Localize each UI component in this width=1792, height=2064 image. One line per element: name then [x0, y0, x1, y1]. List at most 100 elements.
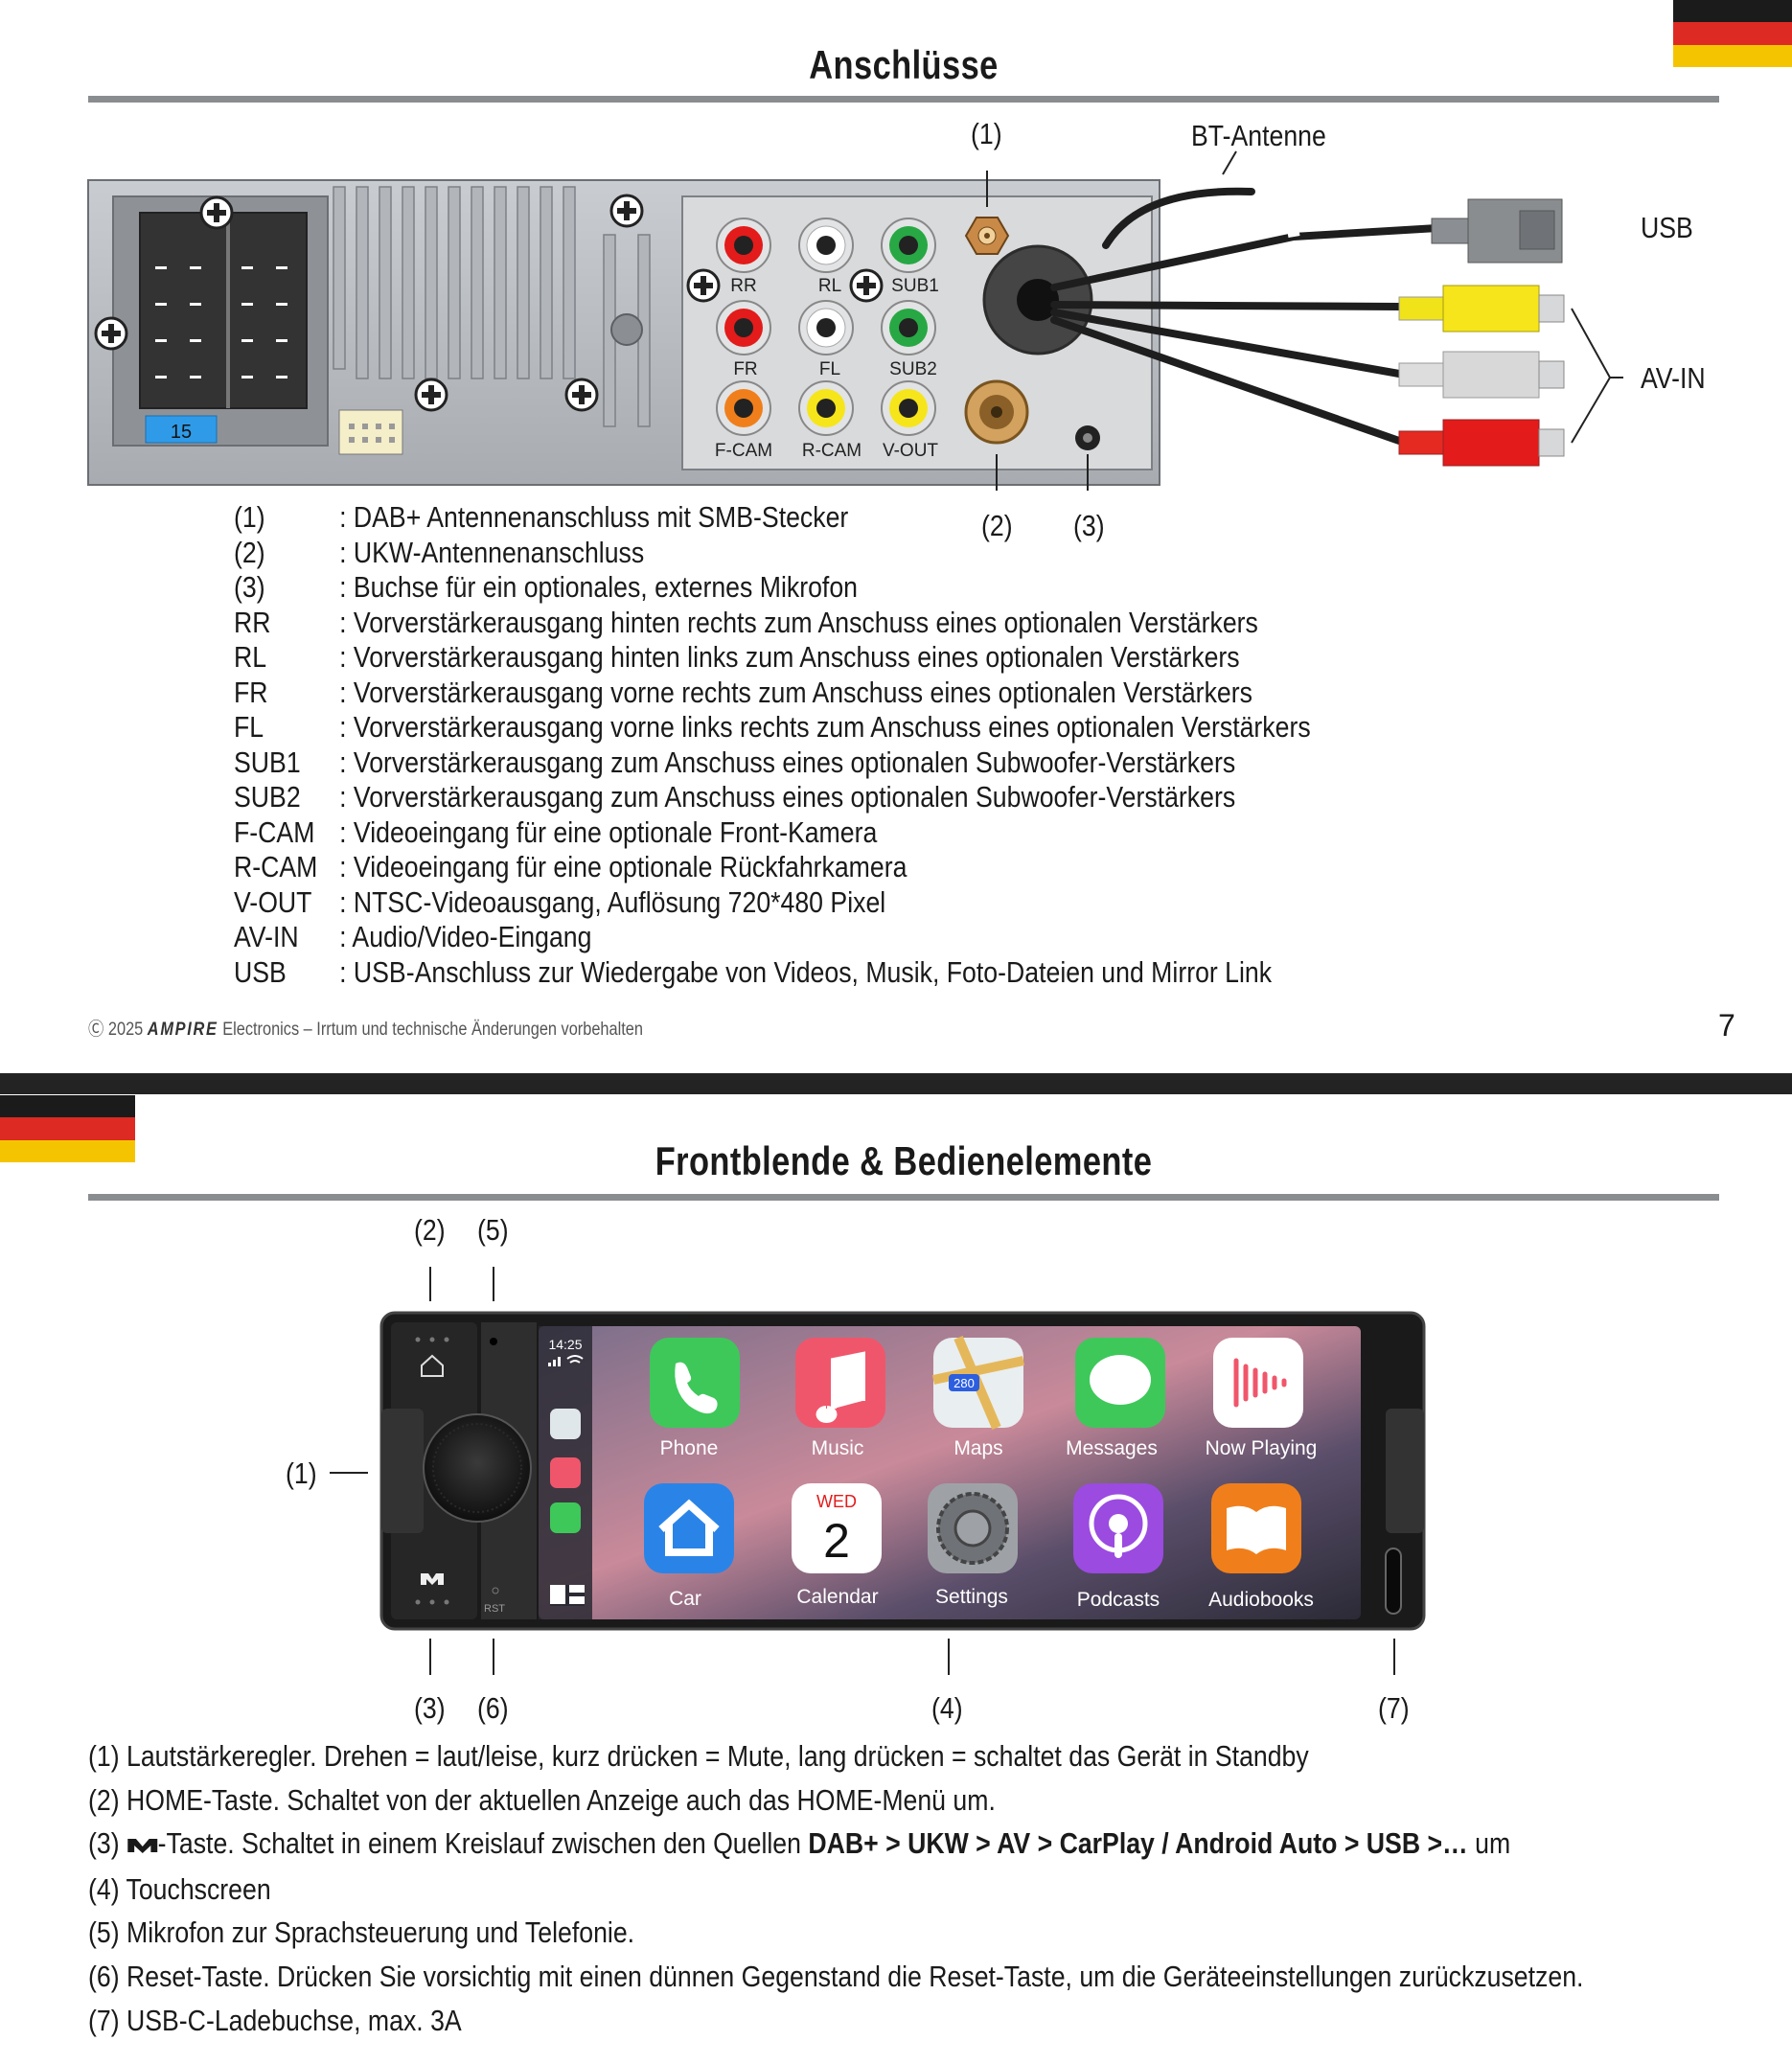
control-descriptions: (1) Lautstärkeregler. Drehen = laut/leis…	[88, 1734, 1792, 2042]
app-messages[interactable]: Messages	[1066, 1437, 1158, 1459]
label-vout: V-OUT	[883, 441, 938, 461]
callout-7-bottom: (7)	[1378, 1691, 1410, 1725]
callout-1-left: (1)	[286, 1456, 317, 1490]
callout-4-bottom: (4)	[931, 1691, 963, 1725]
legend-row: FL: Vorverstärkerausgang vorne links rec…	[234, 710, 1311, 745]
footer-text: Electronics – Irrtum und technische Ände…	[222, 1020, 643, 1040]
app-car[interactable]: Car	[669, 1588, 701, 1610]
label-sub2: SUB2	[889, 359, 937, 379]
app-maps[interactable]: Maps	[953, 1437, 1002, 1459]
label-rcam: R-CAM	[802, 441, 862, 461]
callout-3-bottom-2: (3)	[414, 1691, 446, 1725]
rst-label: RST	[484, 1603, 505, 1615]
connector-legend: (1) : DAB+ Antennenanschluss mit SMB-Stec…	[234, 500, 1486, 990]
legend-row: RR : Vorverstärkerausgang hinten rechts z…	[234, 606, 1311, 641]
rca-jack-icon	[716, 218, 936, 436]
device-front-diagram: RST 14:25 280 WED 2	[330, 1267, 1426, 1675]
status-time: 14:25	[548, 1337, 582, 1352]
legend-row: V-OUT: NTSC-Videoausgang, Auflösung 720*…	[234, 885, 1311, 921]
desc-3: (3) -Taste. Schaltet in einem Kreislauf …	[88, 1822, 1583, 1868]
connector-number: 15	[171, 422, 192, 443]
legend-text: : Vorverstärkerausgang hinten rechts zum…	[339, 605, 1258, 639]
label-fr: FR	[733, 359, 757, 379]
callout-6-bottom: (6)	[477, 1691, 509, 1725]
legend-key: (3)	[234, 570, 265, 604]
app-calendar[interactable]: Calendar	[796, 1586, 878, 1608]
label-rl: RL	[818, 276, 841, 296]
legend-row: (3) : Buchse für ein optionales, externes…	[234, 570, 1311, 606]
legend-key: USB	[234, 954, 287, 989]
legend-key: FL	[234, 710, 264, 744]
legend-row: AV-IN : Audio/Video-Eingang	[234, 920, 1311, 955]
footer: Ⓒ 2025 AMPIRE Electronics – Irrtum und t…	[88, 1015, 643, 1041]
page-separator	[0, 1073, 1792, 1094]
calendar-day: WED	[816, 1492, 857, 1511]
plus-screw-icon	[94, 194, 884, 412]
page-title-anschluesse: Anschlüsse	[809, 42, 999, 87]
callout-bt-antenne: BT-Antenne	[1191, 119, 1326, 152]
rear-panel-diagram: 15 RR RL SUB1 FR FL SUB2 F-CAM	[87, 150, 1623, 491]
legend-text: : DAB+ Antennenanschluss mit SMB-Stecker	[339, 500, 849, 534]
legend-key: SUB2	[234, 780, 301, 814]
legend-row: SUB1 : Vorverstärkerausgang zum Anschuss …	[234, 745, 1311, 781]
legend-text: : Vorverstärkerausgang zum Anschuss eine…	[339, 745, 1236, 779]
legend-key: RL	[234, 640, 267, 674]
legend-key: AV-IN	[234, 920, 299, 953]
desc-3-prefix: (3)	[88, 1826, 126, 1861]
legend-key: (2)	[234, 535, 265, 569]
app-now-playing[interactable]: Now Playing	[1206, 1437, 1318, 1459]
m-source-icon	[126, 1823, 158, 1868]
legend-text: : UKW-Antennenanschluss	[339, 535, 645, 569]
callout-1-top: (1)	[971, 117, 1002, 150]
legend-row: USB : USB-Anschluss zur Wiedergabe von Vi…	[234, 955, 1311, 991]
callout-av-in: AV-IN	[1641, 361, 1706, 395]
legend-row: (2) : UKW-Antennenanschluss	[234, 536, 1311, 571]
legend-key: FR	[234, 675, 268, 709]
footer-year: 2025	[107, 1020, 144, 1040]
signal-icon	[548, 1357, 561, 1366]
legend-row: R-CAM: Videoeingang für eine optionale R…	[234, 850, 1311, 885]
wifi-icon	[566, 1355, 584, 1364]
legend-key: (1)	[234, 500, 265, 534]
callout-5-top: (5)	[477, 1213, 509, 1247]
desc-3-text: -Taste. Schaltet in einem Kreislauf zwis…	[157, 1826, 809, 1861]
legend-text: : Audio/Video-Eingang	[339, 920, 592, 953]
legend-text: : USB-Anschluss zur Wiedergabe von Video…	[339, 954, 1273, 989]
app-podcasts[interactable]: Podcasts	[1077, 1589, 1160, 1611]
callout-usb: USB	[1641, 211, 1693, 244]
legend-key: SUB1	[234, 745, 301, 779]
title-rule	[88, 96, 1719, 103]
callout-3-bottom: (3)	[1073, 509, 1105, 542]
label-sub1: SUB1	[891, 276, 939, 296]
app-settings[interactable]: Settings	[935, 1586, 1008, 1608]
page-number: 7	[1718, 1008, 1735, 1043]
copyright-icon: Ⓒ	[88, 1020, 104, 1040]
maps-badge: 280	[953, 1376, 975, 1390]
legend-row: FR: Vorverstärkerausgang vorne rechts zu…	[234, 676, 1311, 711]
desc-5: (5) Mikrofon zur Sprachsteuerung und Tel…	[88, 1915, 635, 1950]
desc-6: (6) Reset-Taste. Drücken Sie vorsichtig …	[88, 1959, 1584, 1993]
legend-row: (1) : DAB+ Antennenanschluss mit SMB-Stec…	[234, 500, 1311, 536]
app-music[interactable]: Music	[812, 1437, 864, 1459]
callout-2-top: (2)	[414, 1213, 446, 1247]
legend-text: : Vorverstärkerausgang hinten links zum …	[339, 640, 1240, 674]
legend-key: F-CAM	[234, 814, 315, 849]
callout-2-bottom: (2)	[981, 509, 1013, 542]
desc-7: (7) USB-C-Ladebuchse, max. 3A	[88, 2003, 462, 2037]
app-audiobooks[interactable]: Audiobooks	[1208, 1589, 1314, 1611]
legend-text: : Buchse für ein optionales, externes Mi…	[339, 570, 858, 604]
legend-text: : Vorverstärkerausgang zum Anschuss eine…	[339, 780, 1236, 814]
german-flag-left	[0, 1095, 135, 1162]
legend-row: SUB2 : Vorverstärkerausgang zum Anschuss …	[234, 780, 1311, 815]
legend-key: RR	[234, 605, 271, 639]
legend-key: R-CAM	[234, 850, 318, 883]
m-source-icon	[421, 1573, 444, 1585]
legend-key: V-OUT	[234, 884, 312, 919]
app-phone[interactable]: Phone	[660, 1437, 719, 1459]
desc-3-sources: DAB+ > UKW > AV > CarPlay / Android Auto…	[808, 1826, 1468, 1861]
legend-row: F-CAM : Videoeingang für eine optionale F…	[234, 815, 1311, 851]
legend-text: : Videoeingang für eine optionale Front-…	[339, 814, 878, 849]
desc-3-suffix: um	[1467, 1826, 1511, 1861]
calendar-date: 2	[823, 1514, 850, 1568]
home-icon	[421, 1354, 444, 1377]
